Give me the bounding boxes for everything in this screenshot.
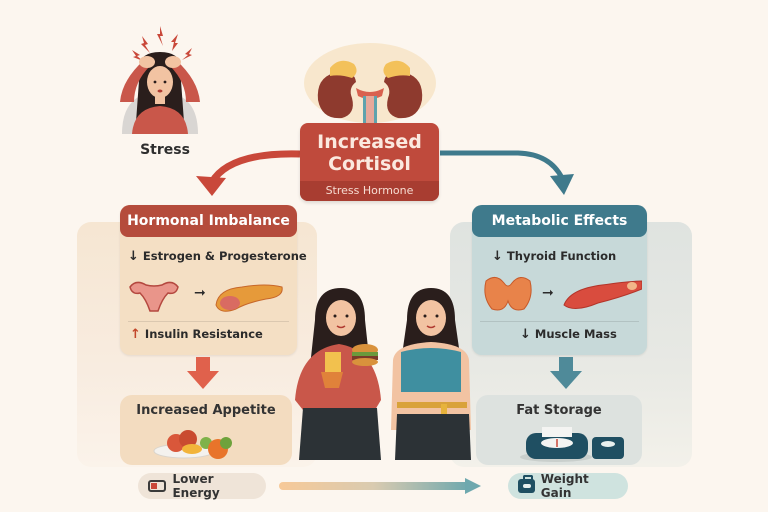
cortisol-title-line2: Cortisol: [328, 153, 411, 175]
thyroid-row: ↓ Thyroid Function: [492, 249, 616, 264]
medical-bag-icon: [518, 475, 535, 493]
metabolic-effects-header: Metabolic Effects: [472, 205, 647, 237]
svg-text:➞: ➞: [542, 285, 554, 301]
weight-gain-label: Weight Gain: [540, 472, 589, 500]
cortisol-subtitle: Stress Hormone: [300, 181, 439, 201]
muscle-label: Muscle Mass: [534, 327, 617, 341]
insulin-row: ↑ Insulin Resistance: [130, 327, 263, 342]
increased-appetite-title: Increased Appetite: [136, 403, 276, 418]
insulin-label: Insulin Resistance: [144, 327, 263, 341]
thyroid-label: Thyroid Function: [506, 249, 617, 263]
fat-storage-card: Fat Storage: [476, 395, 642, 465]
up-arrow-icon: ↑: [130, 327, 141, 342]
hormonal-imbalance-header: Hormonal Imbalance: [120, 205, 297, 237]
weight-gain-badge: Weight Gain: [508, 472, 628, 500]
hormonal-imbalance-card: Hormonal Imbalance ↓ Estrogen & Progeste…: [120, 205, 307, 355]
estrogen-row: ↓ Estrogen & Progesterone: [128, 249, 307, 264]
energy-to-weight-arrow: [279, 478, 481, 494]
lower-energy-badge: Lower Energy: [138, 472, 266, 500]
down-arrow-icon: ↓: [520, 327, 531, 342]
uterus-to-pancreas-illustration: ➞: [129, 281, 283, 312]
thyroid-to-muscle-illustration: ➞: [484, 277, 642, 311]
fat-storage-title: Fat Storage: [516, 403, 602, 418]
estrogen-label: Estrogen & Progesterone: [142, 249, 307, 263]
scale-and-case-icon: [520, 427, 624, 462]
stress-lightning-icon: [132, 26, 192, 61]
women-illustration: [285, 280, 475, 460]
low-battery-icon: [148, 480, 167, 492]
svg-text:➞: ➞: [194, 285, 206, 301]
down-arrow-icon: ↓: [128, 249, 139, 264]
increased-appetite-card: Increased Appetite: [120, 395, 292, 465]
adrenal-glands-illustration: [300, 38, 440, 126]
lower-energy-label: Lower Energy: [172, 472, 220, 500]
arrow-to-metabolic: [440, 150, 574, 195]
down-arrow-icon: ↓: [492, 249, 503, 264]
metabolic-effects-card: Metabolic Effects ↓ Thyroid Function ➞ ↓…: [472, 205, 647, 355]
muscle-row: ↓ Muscle Mass: [520, 327, 617, 342]
stress-label: Stress: [140, 142, 190, 158]
arrow-to-appetite: [187, 357, 219, 389]
cortisol-title-line1: Increased: [317, 131, 422, 153]
arrow-to-hormonal: [196, 150, 301, 196]
food-plate-icon: [153, 430, 232, 459]
divider: [128, 321, 289, 322]
divider: [480, 321, 639, 322]
stressed-woman-illustration: [100, 22, 220, 162]
cortisol-box: Increased Cortisol Stress Hormone: [300, 123, 439, 201]
arrow-to-fat-storage: [550, 357, 582, 389]
